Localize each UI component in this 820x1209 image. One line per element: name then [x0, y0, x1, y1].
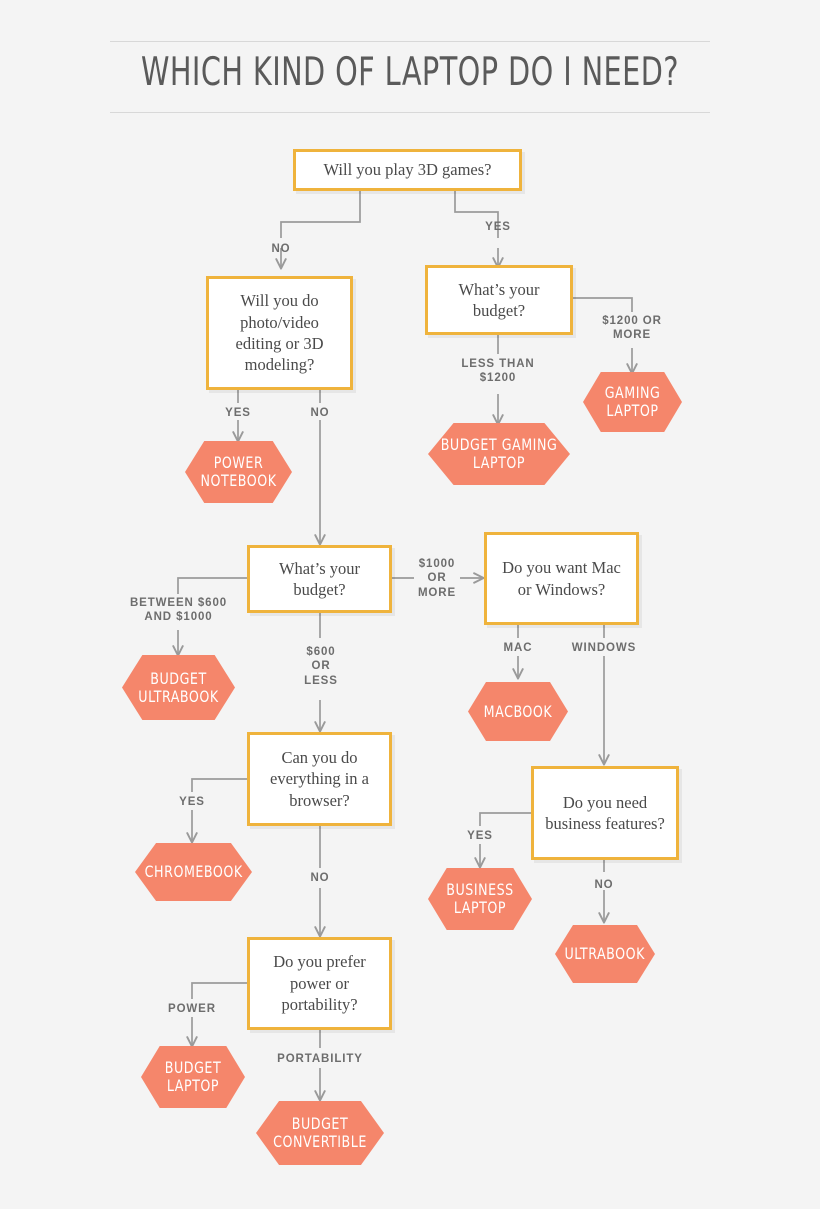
edge-label-1200-or-more: $1200 OR MORE	[602, 315, 662, 342]
terminal-label: BUDGET LAPTOP	[164, 1058, 222, 1095]
edge-label-no-3d-games: NO	[271, 243, 291, 255]
terminal-budget-gaming-laptop[interactable]: BUDGET GAMING LAPTOP	[428, 423, 570, 485]
terminal-chromebook[interactable]: CHROMEBOOK	[135, 843, 252, 901]
terminal-macbook[interactable]: MACBOOK	[468, 682, 568, 741]
edge-label-power: POWER	[168, 1003, 216, 1015]
terminal-budget-convertible[interactable]: BUDGET CONVERTIBLE	[256, 1101, 384, 1165]
terminal-label: POWER NOTEBOOK	[200, 453, 277, 490]
decision-gaming-budget[interactable]: What’s your budget?	[425, 265, 573, 335]
edge-powerport-power	[191, 982, 248, 999]
header-rule-bottom	[110, 112, 710, 113]
edge-label-portability: PORTABILITY	[277, 1053, 363, 1065]
edge-label-less-than-1200: LESS THAN $1200	[461, 358, 535, 385]
decision-mac-or-windows[interactable]: Do you want Mac or Windows?	[484, 532, 639, 625]
decision-browser-only[interactable]: Can you do everything in a browser?	[247, 732, 392, 826]
terminal-label: MACBOOK	[483, 701, 553, 721]
terminal-power-notebook[interactable]: POWER NOTEBOOK	[185, 441, 292, 503]
terminal-gaming-laptop[interactable]: GAMING LAPTOP	[583, 372, 682, 432]
edge-label-1000-or-more: $1000 OR MORE	[417, 558, 457, 599]
edge-label-windows: WINDOWS	[571, 642, 637, 654]
edge-3dgames-no	[280, 188, 361, 238]
edge-label-yes-browser: YES	[179, 796, 205, 808]
edge-budgetmain-between	[177, 577, 248, 594]
terminal-label: CHROMEBOOK	[144, 862, 243, 882]
terminal-label: BUDGET GAMING LAPTOP	[440, 435, 558, 472]
terminal-ultrabook[interactable]: ULTRABOOK	[555, 925, 655, 983]
edge-browser-yes	[191, 778, 248, 792]
decision-main-budget[interactable]: What’s your budget?	[247, 545, 392, 613]
decision-business-features[interactable]: Do you need business features?	[531, 766, 679, 860]
edge-label-no-business: NO	[594, 879, 614, 891]
terminal-budget-laptop[interactable]: BUDGET LAPTOP	[141, 1046, 245, 1108]
edge-label-between-600-1000: BETWEEN $600 AND $1000	[129, 597, 228, 624]
terminal-label: GAMING LAPTOP	[604, 383, 661, 420]
decision-power-or-portability[interactable]: Do you prefer power or portability?	[247, 937, 392, 1030]
decision-will-you-play-3d-games[interactable]: Will you play 3D games?	[293, 149, 522, 191]
page-title: WHICH KIND OF LAPTOP DO I NEED?	[141, 50, 679, 95]
edge-label-mac: MAC	[503, 642, 533, 654]
edge-label-yes-business: YES	[467, 830, 493, 842]
header-rule-top	[110, 41, 710, 42]
terminal-label: ULTRABOOK	[564, 944, 646, 964]
decision-photo-video-editing[interactable]: Will you do photo/video editing or 3D mo…	[206, 276, 353, 390]
edge-budgetgaming-more	[573, 297, 633, 312]
terminal-business-laptop[interactable]: BUSINESS LAPTOP	[428, 868, 532, 930]
edge-label-yes-3d-games: YES	[485, 221, 511, 233]
edge-label-600-or-less: $600 OR LESS	[304, 646, 338, 687]
edge-business-yes	[479, 812, 531, 826]
terminal-budget-ultrabook[interactable]: BUDGET ULTRABOOK	[122, 655, 235, 720]
terminal-label: BUDGET ULTRABOOK	[138, 668, 219, 706]
edge-label-yes-editing: YES	[225, 407, 251, 419]
terminal-label: BUSINESS LAPTOP	[446, 880, 514, 917]
edge-label-no-browser: NO	[310, 872, 330, 884]
terminal-label: BUDGET CONVERTIBLE	[273, 1114, 367, 1151]
edge-label-no-editing: NO	[310, 407, 330, 419]
